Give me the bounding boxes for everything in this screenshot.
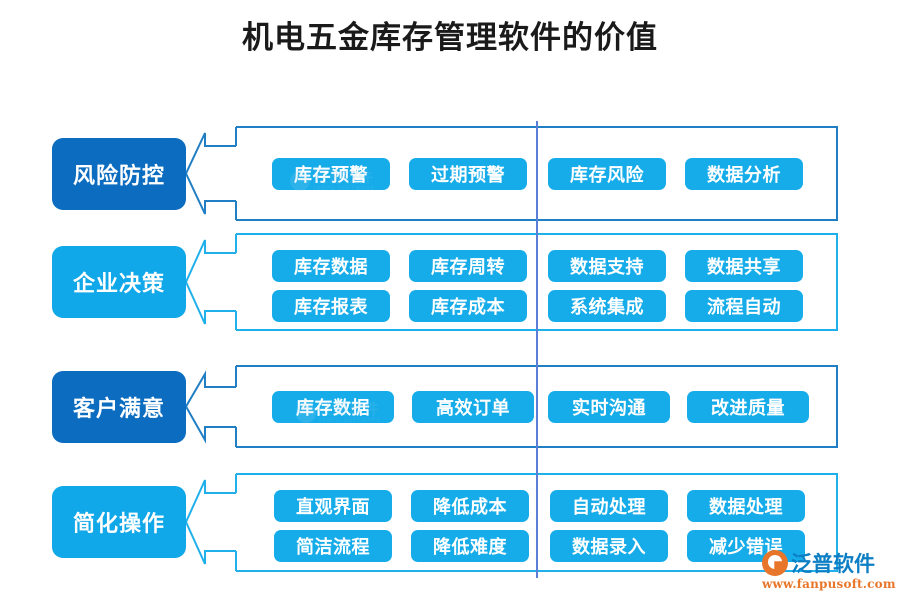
fanpu-logo-icon	[762, 550, 788, 576]
chip-item[interactable]: 库存预警	[272, 158, 390, 190]
chip-item[interactable]: 简洁流程	[274, 530, 392, 562]
chip-item[interactable]: 数据分析	[685, 158, 803, 190]
chip-item[interactable]: 库存风险	[548, 158, 666, 190]
chip-item[interactable]: 库存成本	[409, 290, 527, 322]
chip-item[interactable]: 实时沟通	[548, 391, 670, 423]
category-pill-2[interactable]: 企业决策	[52, 246, 186, 318]
chip-item[interactable]: 数据支持	[548, 250, 666, 282]
chip-item[interactable]: 降低难度	[411, 530, 529, 562]
category-pill-3[interactable]: 客户满意	[52, 371, 186, 443]
chip-item[interactable]: 流程自动	[685, 290, 803, 322]
chip-item[interactable]: 过期预警	[409, 158, 527, 190]
chip-item[interactable]: 高效订单	[412, 391, 534, 423]
chip-item[interactable]: 库存报表	[272, 290, 390, 322]
chip-item[interactable]: 数据处理	[687, 490, 805, 522]
category-pill-1[interactable]: 风险防控	[52, 138, 186, 210]
category-pill-4[interactable]: 简化操作	[52, 486, 186, 558]
chip-item[interactable]: 自动处理	[550, 490, 668, 522]
watermark-url: www.fanpusoft.com	[762, 577, 896, 591]
chip-item[interactable]: 改进质量	[687, 391, 809, 423]
page-title: 机电五金库存管理软件的价值	[242, 20, 658, 56]
chip-item[interactable]: 直观界面	[274, 490, 392, 522]
watermark: 泛普软件 www.fanpusoft.com	[762, 548, 896, 596]
chip-item[interactable]: 库存周转	[409, 250, 527, 282]
chip-item[interactable]: 减少错误	[687, 530, 805, 562]
watermark-brand: 泛普软件	[791, 552, 875, 576]
chip-item[interactable]: 数据共享	[685, 250, 803, 282]
chip-item[interactable]: 系统集成	[548, 290, 666, 322]
chip-item[interactable]: 库存数据	[272, 391, 394, 423]
chip-item[interactable]: 数据录入	[550, 530, 668, 562]
chip-item[interactable]: 库存数据	[272, 250, 390, 282]
chip-item[interactable]: 降低成本	[411, 490, 529, 522]
